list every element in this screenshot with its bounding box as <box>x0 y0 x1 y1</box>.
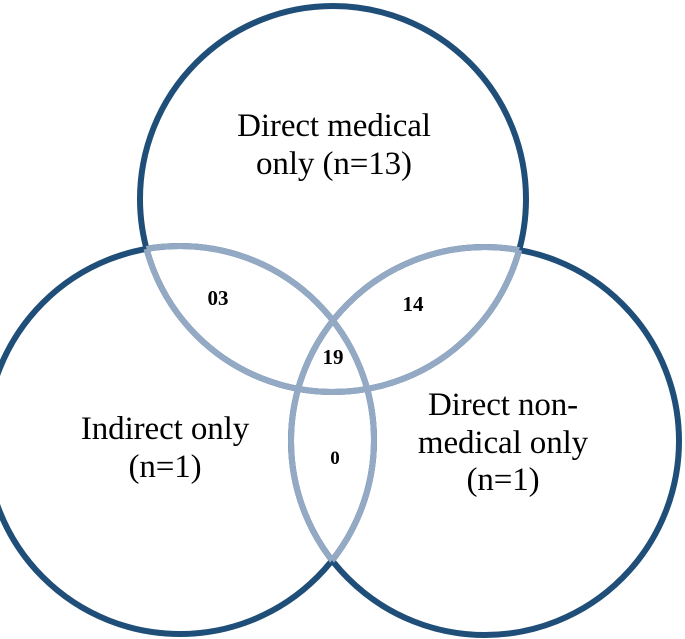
set-label-direct-medical: Direct medical only (n=13) <box>237 108 431 182</box>
set-label-indirect: Indirect only (n=1) <box>80 411 250 485</box>
count-left-right-overlap: 0 <box>330 448 340 469</box>
count-top-right-overlap: 14 <box>402 292 424 316</box>
count-all-three-overlap: 19 <box>322 345 344 369</box>
count-top-left-overlap: 03 <box>207 286 229 310</box>
overlap-arcs <box>137 243 529 635</box>
set-label-direct-non-medical: Direct non- medical only (n=1) <box>417 387 589 499</box>
